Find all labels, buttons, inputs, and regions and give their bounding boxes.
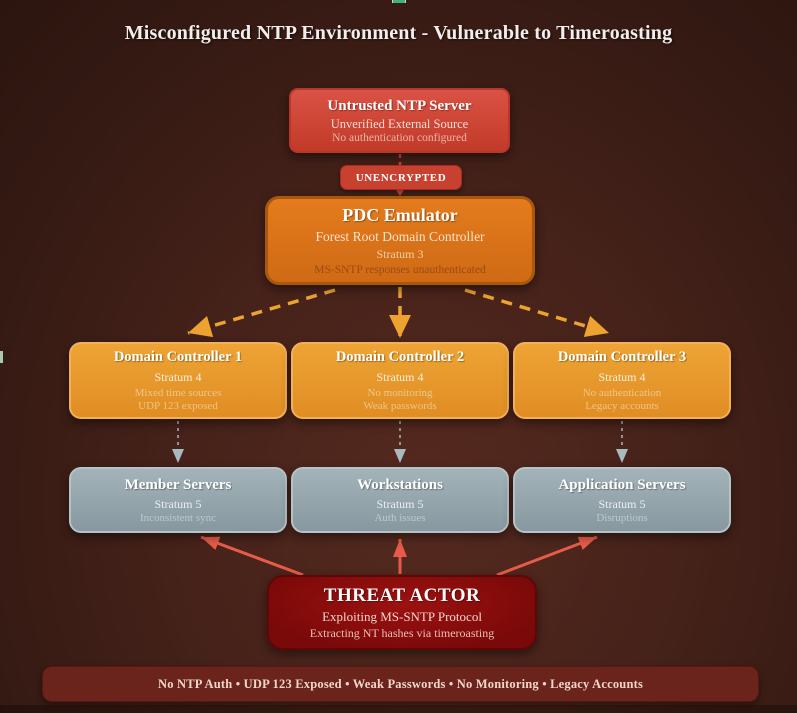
node-domain-controller-2: Domain Controller 2 Stratum 4 No monitor… [291, 342, 509, 419]
node-stratum: Stratum 4 [154, 369, 202, 384]
node-detail: Weak passwords [363, 399, 437, 412]
summary-text: No NTP Auth • UDP 123 Exposed • Weak Pas… [157, 676, 644, 691]
node-title: Domain Controller 3 [557, 348, 687, 365]
node-title: Untrusted NTP Server [327, 97, 472, 114]
node-detail: No monitoring [367, 386, 433, 399]
node-stratum: Stratum 5 [598, 496, 646, 511]
node-detail: Inconsistent sync [139, 511, 217, 524]
node-stratum: Stratum 3 [376, 247, 424, 261]
node-detail: UDP 123 exposed [138, 399, 218, 412]
node-subtitle: Unverified External Source [330, 116, 469, 131]
render-artifact-top [392, 0, 406, 3]
node-title: THREAT ACTOR [323, 584, 481, 606]
node-pdc-emulator: PDC Emulator Forest Root Domain Controll… [265, 196, 535, 285]
node-detail: Legacy accounts [585, 399, 659, 412]
node-detail: No authentication configured [332, 131, 467, 144]
node-domain-controller-1: Domain Controller 1 Stratum 4 Mixed time… [69, 342, 287, 419]
node-title: Workstations [357, 476, 443, 493]
node-title: PDC Emulator [342, 205, 458, 225]
arrow-pdc-to-dc1 [187, 288, 336, 338]
arrow-threat-to-members [200, 535, 304, 577]
node-application-servers: Application Servers Stratum 5 Disruption… [513, 467, 731, 533]
node-subtitle: Forest Root Domain Controller [315, 229, 485, 244]
arrow-threat-to-appservers [496, 535, 598, 577]
render-artifact-left [0, 351, 3, 363]
node-title: Domain Controller 2 [335, 348, 465, 365]
node-title: Domain Controller 1 [113, 348, 243, 365]
node-stratum: Stratum 5 [376, 496, 424, 511]
node-detail: Auth issues [374, 511, 426, 524]
node-stratum: Stratum 4 [376, 369, 424, 384]
page-title: Misconfigured NTP Environment - Vulnerab… [124, 22, 673, 44]
node-title: Application Servers [558, 476, 686, 493]
misconfiguration-summary-bar: No NTP Auth • UDP 123 Exposed • Weak Pas… [42, 666, 759, 702]
node-stratum: Stratum 4 [598, 369, 646, 384]
node-domain-controller-3: Domain Controller 3 Stratum 4 No authent… [513, 342, 731, 419]
node-detail: Extracting NT hashes via timeroasting [309, 625, 495, 640]
node-member-servers: Member Servers Stratum 5 Inconsistent sy… [69, 467, 287, 533]
node-detail: MS-SNTP responses unauthenticated [314, 264, 486, 276]
node-stratum: Stratum 5 [154, 496, 202, 511]
node-subtitle: Exploiting MS-SNTP Protocol [322, 608, 482, 624]
edge-label-unencrypted: UNENCRYPTED [340, 165, 462, 190]
node-workstations: Workstations Stratum 5 Auth issues [291, 467, 509, 533]
node-detail: Mixed time sources [134, 386, 222, 399]
node-untrusted-ntp-server: Untrusted NTP Server Unverified External… [289, 88, 510, 153]
node-detail: Disruptions [596, 511, 648, 524]
node-threat-actor: THREAT ACTOR Exploiting MS-SNTP Protocol… [267, 575, 537, 650]
edge-label-text: UNENCRYPTED [355, 171, 447, 184]
bottom-shade [0, 705, 797, 713]
node-title: Member Servers [124, 476, 232, 493]
arrow-pdc-to-dc3 [464, 288, 610, 337]
node-detail: No authentication [582, 386, 662, 399]
